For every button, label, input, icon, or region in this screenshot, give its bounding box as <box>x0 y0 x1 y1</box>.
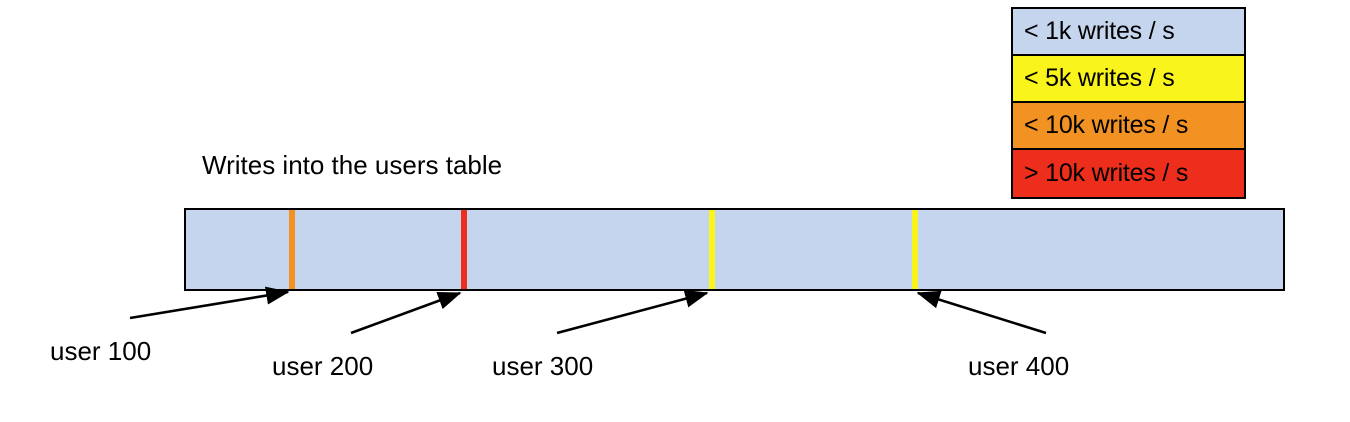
arrow-user-100 <box>129 286 290 320</box>
legend-label-under-5k: < 5k writes / s <box>1024 64 1175 92</box>
legend-row-under-1k: < 1k writes / s <box>1013 9 1244 56</box>
marker-user-100 <box>289 210 295 289</box>
arrow-user-300 <box>556 289 709 335</box>
marker-user-200 <box>461 210 467 289</box>
legend-label-over-10k: > 10k writes / s <box>1024 159 1189 187</box>
callout-user-100: user 100 <box>50 336 152 366</box>
callout-user-200: user 200 <box>272 351 374 381</box>
arrow-user-200 <box>350 291 462 335</box>
arrow-user-400 <box>916 290 1047 335</box>
legend-label-under-10k: < 10k writes / s <box>1024 111 1189 139</box>
legend-row-under-10k: < 10k writes / s <box>1013 103 1244 150</box>
marker-user-400 <box>912 210 918 289</box>
chart-title: Writes into the users table <box>202 150 503 180</box>
callout-user-400: user 400 <box>968 351 1070 381</box>
callout-user-300: user 300 <box>492 351 594 381</box>
legend-label-under-1k: < 1k writes / s <box>1024 17 1175 45</box>
marker-user-300 <box>709 210 715 289</box>
write-rate-legend: < 1k writes / s < 5k writes / s < 10k wr… <box>1011 7 1246 199</box>
users-table-key-range-bar <box>184 208 1285 291</box>
legend-row-under-5k: < 5k writes / s <box>1013 56 1244 103</box>
legend-row-over-10k: > 10k writes / s <box>1013 150 1244 197</box>
